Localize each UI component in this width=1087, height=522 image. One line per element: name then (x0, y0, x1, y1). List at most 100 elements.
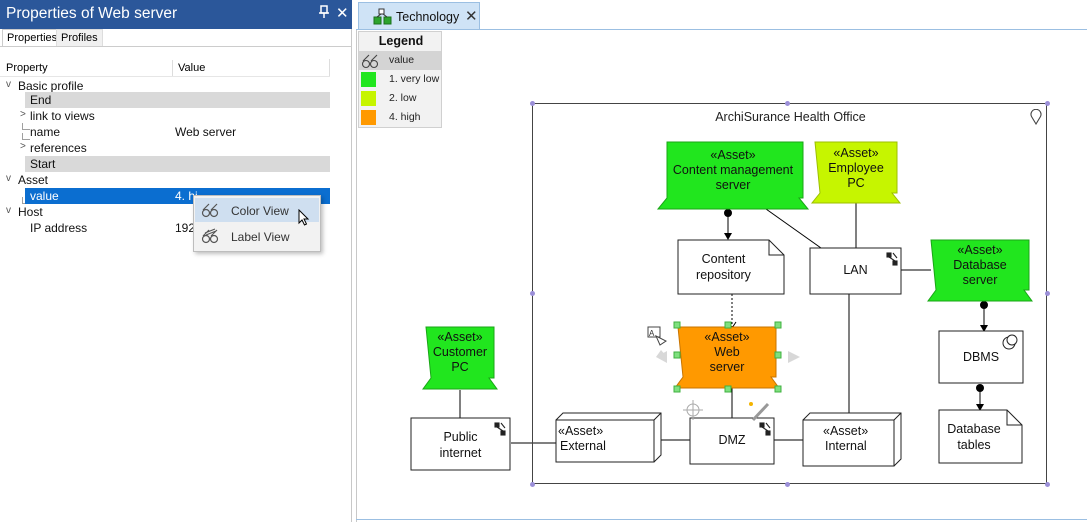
mouse-cursor-icon (298, 208, 310, 232)
legend-header-row: value (359, 51, 441, 70)
properties-tool-icon[interactable]: A (647, 326, 667, 346)
node-db-server-shape[interactable] (927, 239, 1033, 302)
node-label: Public (443, 430, 478, 444)
node-web-server[interactable]: «Asset» Web server (678, 330, 776, 376)
expander-icon[interactable]: v (6, 205, 11, 216)
node-stereotype: «Asset» (833, 146, 879, 160)
node-label: server (715, 178, 751, 192)
node-internal[interactable]: «Asset» Internal (805, 424, 885, 456)
selection-handle[interactable] (785, 482, 790, 487)
menu-item-label: Label View (231, 230, 290, 244)
menu-item-color-view[interactable]: Color View (195, 198, 319, 222)
context-menu: Color View Label View (193, 195, 321, 252)
tree-row-name[interactable]: name Web server (0, 124, 330, 140)
expander-icon[interactable]: > (20, 141, 26, 152)
row-background (25, 92, 330, 108)
panel-splitter[interactable] (356, 29, 357, 522)
column-value[interactable]: Value (178, 62, 206, 74)
node-label: External (560, 439, 606, 453)
tree-line (22, 197, 23, 203)
tree-label: Asset (18, 173, 49, 187)
node-lan[interactable]: LAN (810, 263, 901, 279)
node-customer-pc[interactable]: «Asset» Customer PC (426, 330, 494, 376)
close-tab-icon[interactable]: ✕ (465, 8, 478, 25)
selection-handle[interactable] (530, 101, 535, 106)
color-view-icon (361, 53, 381, 74)
expander-icon[interactable]: v (6, 173, 11, 184)
selection-handle[interactable] (1045, 101, 1050, 106)
node-employee-pc-shape[interactable] (810, 141, 902, 204)
panel-title: Properties of Web server (6, 5, 178, 22)
panel-header: Properties of Web server ✕ (0, 0, 352, 29)
connection[interactable] (765, 208, 822, 249)
tree-row-asset[interactable]: v Asset (0, 172, 330, 188)
node-content-repo-shape[interactable] (677, 239, 785, 295)
selection-handle[interactable] (530, 482, 535, 487)
menu-item-label-view[interactable]: Label View (195, 224, 319, 248)
column-property[interactable]: Property (6, 62, 48, 74)
node-dmz[interactable]: DMZ (690, 433, 774, 449)
node-stereotype: «Asset» (704, 330, 750, 344)
node-database-tables[interactable]: Database tables (939, 422, 1009, 454)
network-icon (886, 252, 898, 266)
selection-handle[interactable] (530, 291, 535, 296)
column-separator[interactable] (172, 60, 173, 76)
node-employee-pc[interactable]: «Asset» Employee PC (815, 146, 897, 192)
node-content-repository[interactable]: Content repository (678, 252, 769, 286)
label-view-icon (201, 227, 221, 245)
magic-connector-icon[interactable] (683, 400, 703, 420)
legend-item: 2. low (359, 89, 441, 108)
tree-row-end[interactable]: End (0, 92, 330, 108)
node-cms-shape[interactable] (656, 141, 810, 210)
node-customer-pc-shape[interactable] (422, 326, 498, 390)
node-lan-shape[interactable] (809, 247, 902, 295)
network-icon (494, 422, 506, 436)
node-web-server-shape[interactable] (674, 326, 780, 389)
selection-handle[interactable] (1045, 291, 1050, 296)
web-server-selection (673, 321, 782, 393)
legend-swatch (361, 72, 376, 87)
node-dbms[interactable]: DBMS (939, 350, 1023, 366)
tree-row-ip-address[interactable]: IP address 192 (0, 220, 330, 236)
tree-row-basic-profile[interactable]: v Basic profile (0, 78, 330, 94)
legend-swatch (361, 91, 376, 106)
node-external[interactable]: «Asset» External (558, 424, 618, 456)
diagram-view[interactable]: Technology ✕ Legend value 1. very low 2.… (356, 0, 1087, 522)
node-public-internet-shape[interactable] (410, 417, 511, 471)
tab-technology[interactable]: Technology ✕ (358, 2, 480, 29)
node-db-tables-shape[interactable] (938, 409, 1023, 464)
tree-row-references[interactable]: > references (0, 140, 330, 156)
tree-value[interactable]: 192 (175, 221, 196, 235)
tree-value[interactable]: Web server (175, 125, 237, 139)
selection-handle[interactable] (785, 101, 790, 106)
node-shapes-layer: A (410, 141, 1033, 471)
tab-profiles[interactable]: Profiles (56, 29, 103, 46)
tab-properties[interactable]: Properties (2, 29, 63, 46)
node-cms[interactable]: «Asset» Content management server (658, 148, 808, 198)
legend-item: 4. high (359, 108, 441, 127)
node-stereotype: «Asset» (957, 243, 1003, 257)
node-database-server[interactable]: «Asset» Database server (931, 243, 1029, 289)
node-3d-edge (802, 412, 902, 467)
node-label: Content management (672, 163, 794, 177)
tree-row-link-to-views[interactable]: > link to views (0, 108, 330, 124)
drag-arrows[interactable] (656, 350, 800, 363)
expander-icon[interactable]: v (6, 79, 11, 90)
tree-row-start[interactable]: Start (0, 156, 330, 172)
tree-line (22, 139, 30, 140)
node-label: DBMS (962, 350, 1000, 364)
legend-title: Legend (378, 34, 424, 48)
magic-wand-icon[interactable] (749, 402, 770, 422)
selection-handle[interactable] (1045, 482, 1050, 487)
expander-icon[interactable]: > (20, 109, 26, 120)
legend[interactable]: Legend value 1. very low 2. low 4. high (358, 31, 442, 128)
arrow-head (976, 404, 984, 411)
node-label: server (709, 360, 745, 374)
pin-icon[interactable] (318, 5, 330, 21)
node-public-internet[interactable]: Public internet (411, 430, 510, 462)
tree-label: link to views (30, 109, 95, 123)
node-label: repository (696, 268, 751, 282)
close-panel-icon[interactable]: ✕ (336, 5, 349, 22)
tree-row-host[interactable]: v Host (0, 204, 330, 220)
tree-label: End (30, 93, 52, 107)
